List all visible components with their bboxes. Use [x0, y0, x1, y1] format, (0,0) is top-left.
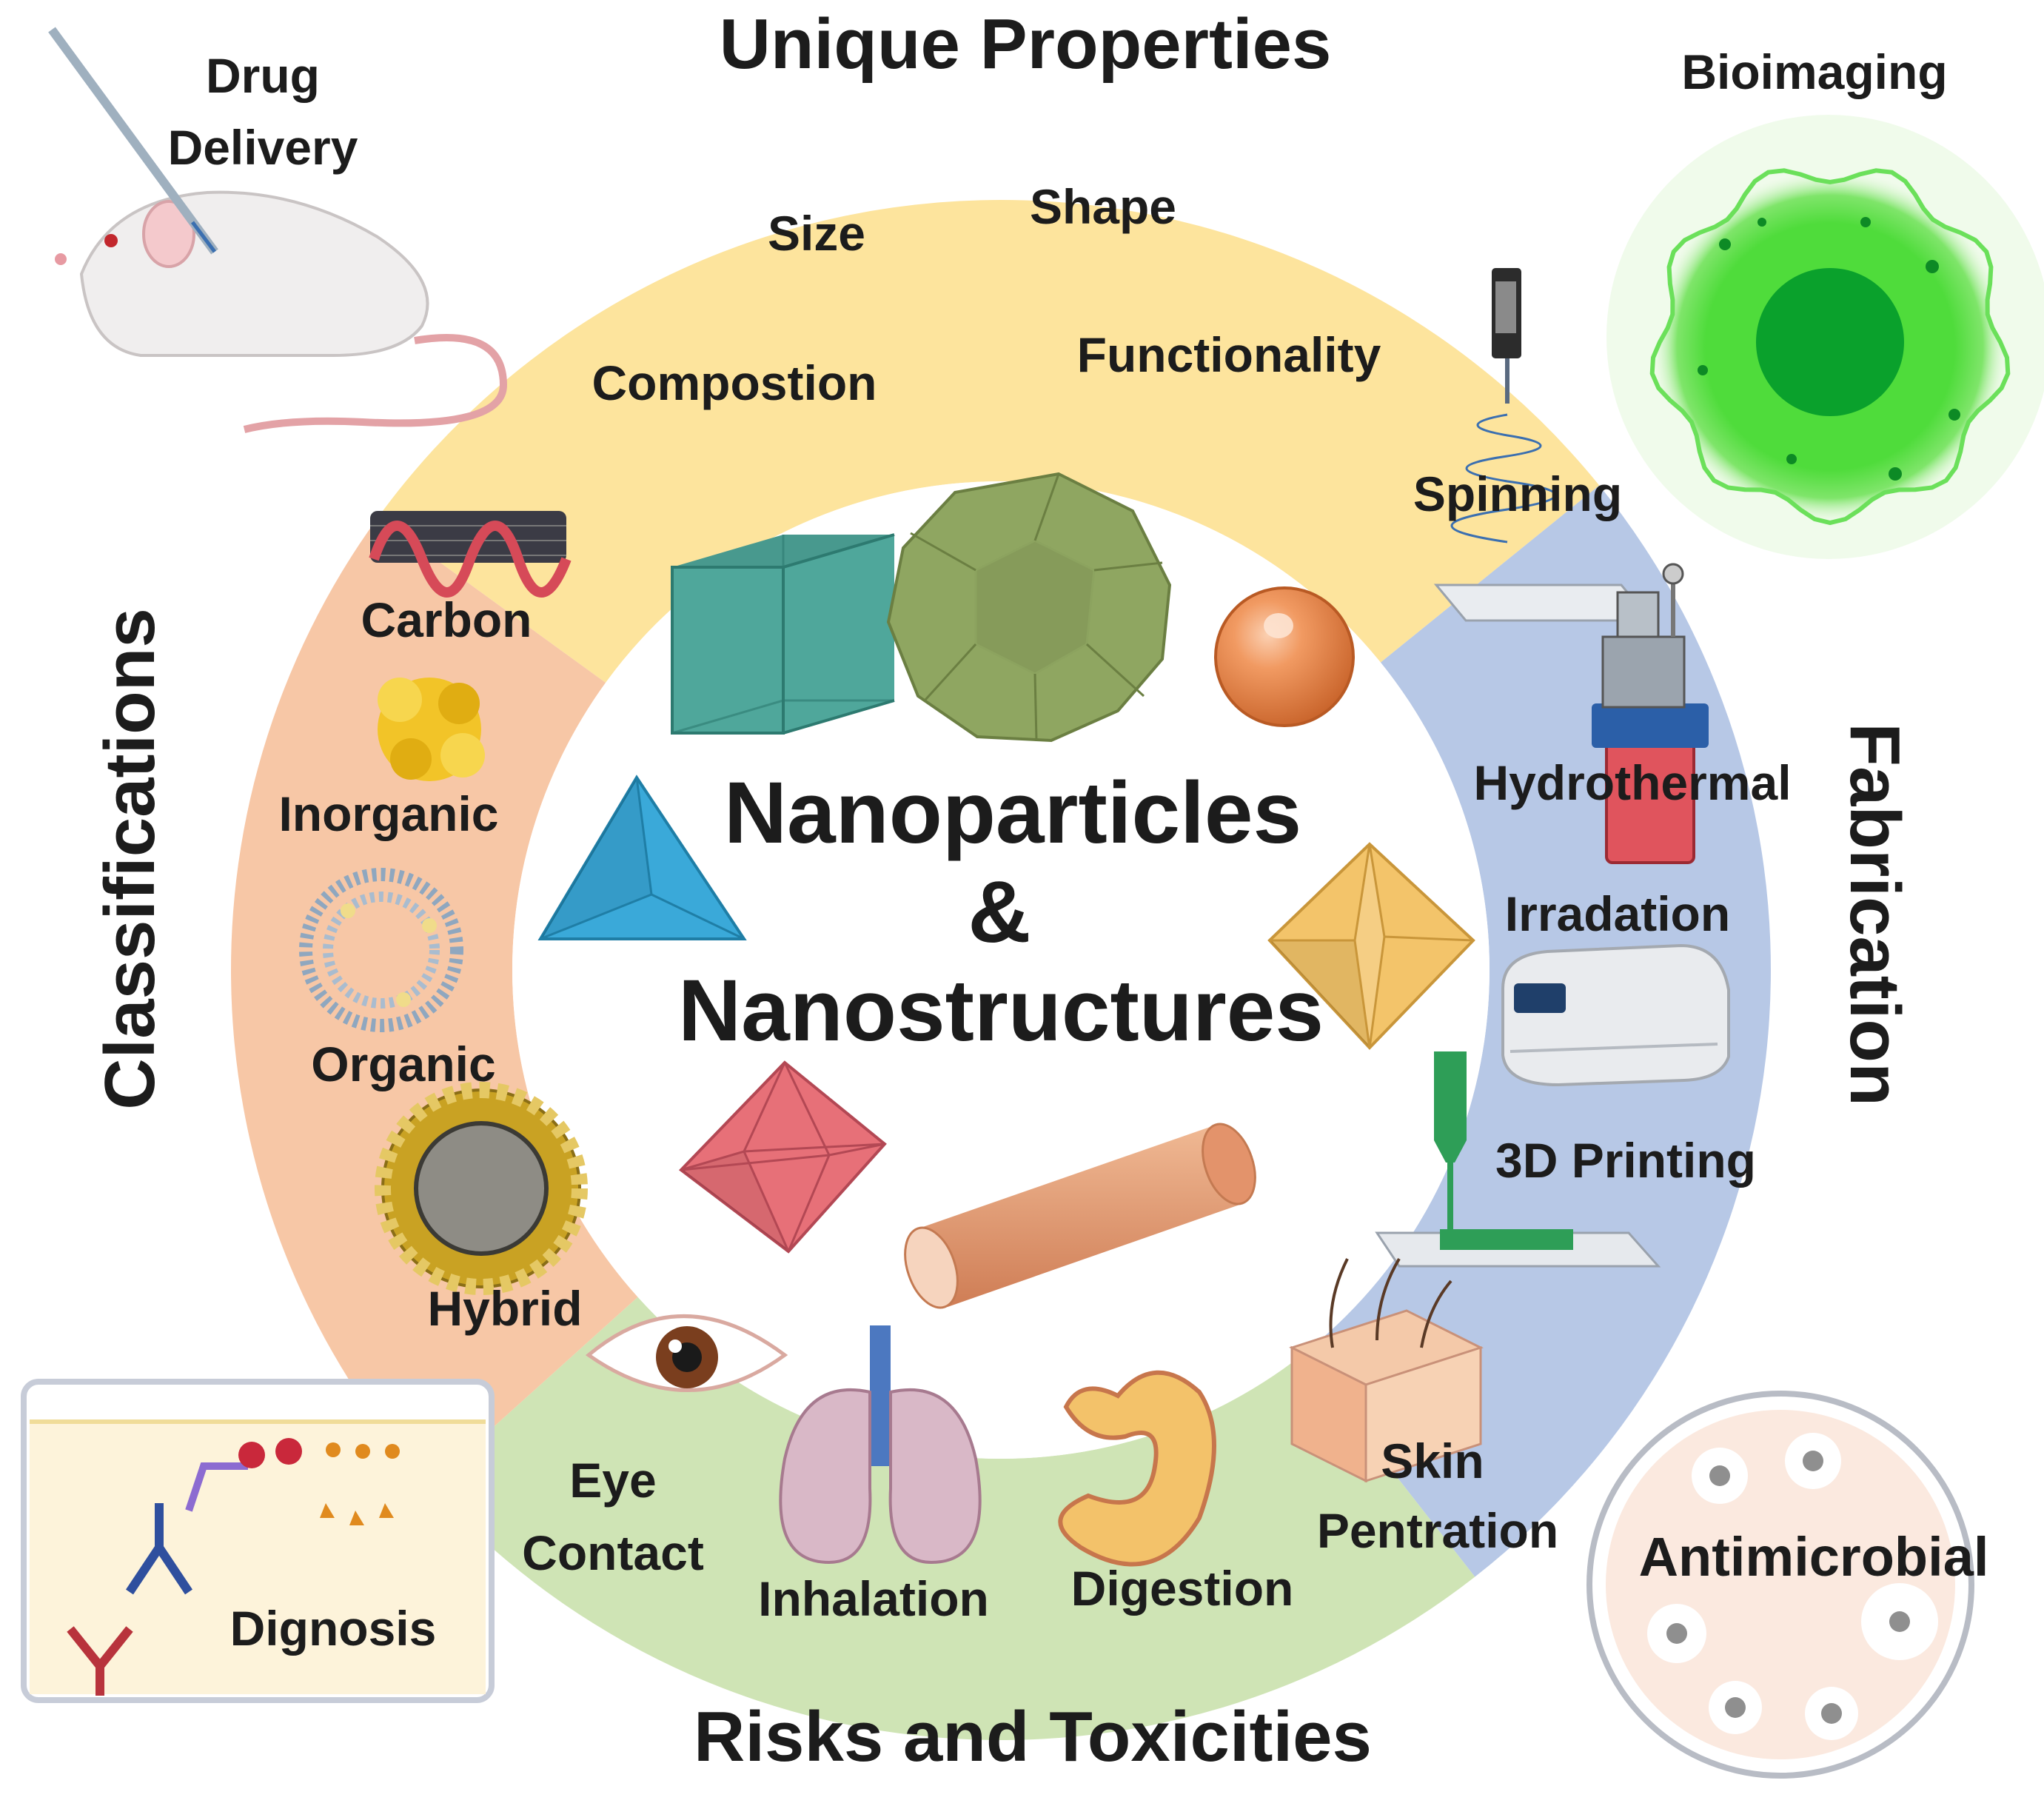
application-diagnosis: Dignosis [230, 1601, 437, 1656]
property-size: Size [768, 206, 865, 261]
application-drug-delivery-line1: Drug [206, 48, 320, 103]
hybrid-coreshell-icon [375, 1082, 588, 1295]
dodecahedron-shape [886, 472, 1172, 743]
application-drug-delivery-line2: Delivery [168, 120, 358, 175]
skin-layers-icon [1289, 1257, 1484, 1483]
property-composition: Compostion [592, 355, 877, 410]
classification-inorganic: Inorganic [278, 786, 498, 841]
risk-penetration: Pentration [1317, 1503, 1558, 1558]
risk-digestion: Digestion [1071, 1561, 1294, 1616]
center-title-line3: Nanostructures [678, 962, 1324, 1060]
lungs-icon [779, 1325, 982, 1565]
risk-eye: Eye [569, 1453, 656, 1508]
risks-title: Risks and Toxicities [694, 1697, 1372, 1776]
eye-icon [585, 1314, 788, 1392]
unique-properties-segment [378, 199, 1600, 683]
tetrahedron-shape [537, 775, 747, 940]
property-shape: Shape [1030, 179, 1176, 234]
3d-printer-icon [1375, 1051, 1661, 1268]
glowing-cell-bioimaging-icon [1606, 115, 2044, 559]
center-title-line1: Nanoparticles [724, 764, 1301, 862]
center-title-ampersand: & [968, 863, 1031, 961]
classification-hybrid: Hybrid [427, 1281, 582, 1336]
electrospinning-icon [1433, 268, 1654, 622]
carbon-nanotube-icon [369, 511, 572, 598]
fabrication-hydrothermal: Hydrothermal [1473, 755, 1791, 810]
petri-dish-antimicrobial-icon [1586, 1391, 1974, 1779]
liposome-icon [299, 868, 463, 1032]
property-functionality: Functionality [1077, 327, 1381, 382]
octahedron-shape [678, 1060, 887, 1254]
mouse-drug-delivery-icon [48, 27, 508, 433]
fabrication-title: Fabrication [1835, 723, 1914, 1106]
classifications-title: Classifications [90, 608, 170, 1110]
risk-contact: Contact [522, 1525, 704, 1580]
stomach-icon [1058, 1370, 1216, 1567]
risk-inhalation: Inhalation [758, 1571, 989, 1626]
sphere-shape [1214, 586, 1355, 727]
irradiation-device-icon [1501, 943, 1730, 1087]
classification-organic: Organic [311, 1037, 495, 1091]
hydrothermal-reactor-icon [1592, 563, 1709, 864]
fabrication-3d-printing: 3D Printing [1495, 1133, 1756, 1188]
star-octahedron-shape [1267, 842, 1475, 1050]
diagnosis-assay-icon [21, 1379, 495, 1703]
fabrication-spinning: Spinning [1413, 466, 1622, 521]
risk-skin: Skin [1381, 1434, 1484, 1488]
cylinder-shape [904, 1123, 1256, 1309]
inorganic-nanocluster-icon [378, 678, 485, 781]
center-shapes [537, 472, 1475, 1309]
classification-carbon: Carbon [361, 592, 532, 647]
application-bioimaging: Bioimaging [1681, 44, 1947, 99]
fabrication-irradiation: Irradation [1505, 886, 1730, 941]
application-antimicrobial: Antimicrobial [1639, 1526, 1989, 1588]
unique-properties-title: Unique Properties [720, 4, 1332, 84]
cube-shape [671, 533, 895, 735]
